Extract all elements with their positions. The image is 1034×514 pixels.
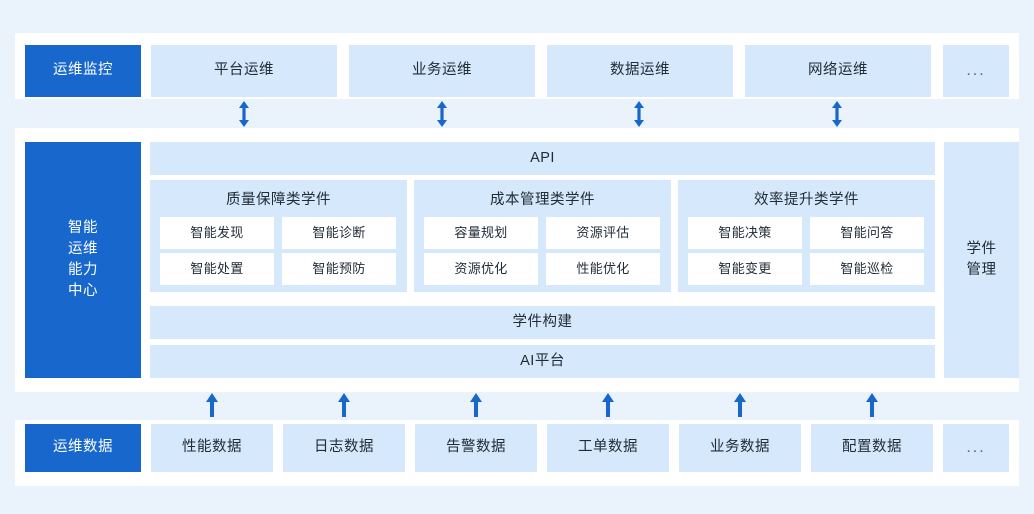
learnware-management-line-1: 学件	[966, 240, 997, 257]
learnware-group-quality: 质量保障类学件 智能发现 智能诊断 智能处置 智能预防	[150, 180, 407, 292]
up-arrow-icon	[862, 392, 882, 420]
learnware-group-efficiency: 效率提升类学件 智能决策 智能问答 智能变更 智能巡检	[678, 180, 935, 292]
bottom-item-log-data[interactable]: 日志数据	[283, 424, 405, 472]
aiops-center-label: 智能 运维 能力 中心	[25, 142, 141, 378]
double-arrow-icon	[827, 100, 847, 128]
learnware-item[interactable]: 智能巡检	[810, 253, 924, 285]
learnware-item[interactable]: 智能处置	[160, 253, 274, 285]
group-title: 成本管理类学件	[490, 192, 595, 208]
ai-platform-bar[interactable]: AI平台	[150, 345, 935, 378]
learnware-item[interactable]: 智能诊断	[282, 217, 396, 249]
bottom-item-alarm-data[interactable]: 告警数据	[415, 424, 537, 472]
learnware-management-line-2: 管理	[966, 262, 997, 278]
up-arrow-icon	[202, 392, 222, 420]
bottom-item-performance-data[interactable]: 性能数据	[151, 424, 273, 472]
top-item-data-ops[interactable]: 数据运维	[547, 45, 733, 97]
api-bar[interactable]: API	[150, 142, 935, 175]
learnware-item[interactable]: 容量规划	[424, 217, 538, 249]
up-arrow-icon	[730, 392, 750, 420]
bottom-item-ticket-data[interactable]: 工单数据	[547, 424, 669, 472]
learnware-item[interactable]: 性能优化	[546, 253, 660, 285]
up-arrow-icon	[334, 392, 354, 420]
learnware-item[interactable]: 智能变更	[688, 253, 802, 285]
learnware-item[interactable]: 智能预防	[282, 253, 396, 285]
up-arrow-icon	[598, 392, 618, 420]
learnware-build-bar[interactable]: 学件构建	[150, 306, 935, 339]
double-arrow-icon	[432, 100, 452, 128]
bottom-item-more[interactable]: ...	[943, 424, 1009, 472]
learnware-item[interactable]: 资源优化	[424, 253, 538, 285]
aiops-center-line-4: 中心	[68, 283, 98, 300]
aiops-center-line-2: 运维	[68, 240, 98, 257]
aiops-center-line-1: 智能	[68, 219, 98, 236]
learnware-item[interactable]: 智能发现	[160, 217, 274, 249]
top-item-more[interactable]: ...	[943, 45, 1009, 97]
ops-monitoring-label: 运维监控	[25, 45, 141, 97]
learnware-item[interactable]: 资源评估	[546, 217, 660, 249]
learnware-item[interactable]: 智能决策	[688, 217, 802, 249]
double-arrow-icon	[629, 100, 649, 128]
group-title: 质量保障类学件	[226, 192, 331, 208]
group-title: 效率提升类学件	[754, 192, 859, 208]
bottom-item-config-data[interactable]: 配置数据	[811, 424, 933, 472]
aiops-center-line-3: 能力	[68, 262, 98, 278]
top-item-network-ops[interactable]: 网络运维	[745, 45, 931, 97]
up-arrow-icon	[466, 392, 486, 420]
top-item-business-ops[interactable]: 业务运维	[349, 45, 535, 97]
double-arrow-icon	[234, 100, 254, 128]
learnware-management-column[interactable]: 学件 管理	[944, 142, 1019, 378]
ops-data-label: 运维数据	[25, 424, 141, 472]
learnware-item[interactable]: 智能问答	[810, 217, 924, 249]
learnware-group-cost: 成本管理类学件 容量规划 资源评估 资源优化 性能优化	[414, 180, 671, 292]
bottom-item-business-data[interactable]: 业务数据	[679, 424, 801, 472]
top-item-platform-ops[interactable]: 平台运维	[151, 45, 337, 97]
